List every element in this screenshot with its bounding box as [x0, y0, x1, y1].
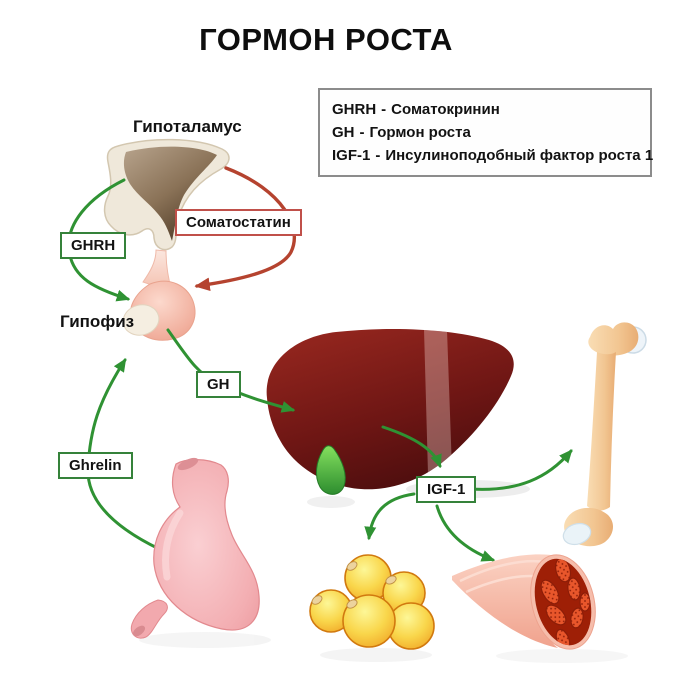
gh-label-box: GH: [196, 371, 241, 398]
legend-row-igf1: IGF-1-Инсулиноподобный фактор роста 1: [332, 144, 653, 167]
legend-name: Соматокринин: [391, 101, 500, 118]
muscle-illustration: [452, 554, 596, 652]
stomach-illustration: [130, 457, 260, 639]
legend-name: Гормон роста: [369, 124, 471, 141]
arrow-igf1-to-muscle: [435, 504, 496, 562]
bone-illustration: [562, 322, 647, 547]
legend-row-ghrh: GHRH-Соматокринин: [332, 98, 638, 121]
ghrh-label-box: GHRH: [60, 232, 127, 259]
legend-separator: -: [375, 147, 381, 164]
gallbladder-icon: [315, 445, 346, 495]
arrow-somatostatin-line: [194, 166, 297, 291]
fat-cells-illustration: [309, 554, 435, 650]
legend-abbr: GHRH: [332, 101, 377, 118]
legend-separator: -: [359, 124, 365, 141]
igf1-label-box: IGF-1: [416, 476, 477, 503]
legend-row-gh: GH-Гормон роста: [332, 121, 638, 144]
legend-separator: -: [381, 101, 387, 118]
page-title: ГОРМОН РОСТА: [199, 22, 453, 57]
arrow-igf1-to-fat: [364, 492, 416, 541]
ghrelin-label-box: Ghrelin: [58, 452, 133, 479]
arrow-igf1-to-bone: [468, 449, 573, 491]
pituitary-label: Гипофиз: [60, 312, 135, 331]
legend-box: GHRH-Соматокринин GH-Гормон роста IGF-1-…: [318, 88, 653, 177]
hypothalamus-label: Гипоталамус: [133, 117, 242, 136]
somatostatin-label-box: Соматостатин: [175, 209, 302, 236]
liver-illustration: [266, 328, 514, 495]
hypothalamus-illustration: [103, 138, 230, 251]
arrow-liver-to-igf1: [381, 425, 442, 469]
legend-abbr: GH: [332, 124, 355, 141]
legend-abbr: IGF-1: [332, 147, 371, 164]
legend-name: Инсулиноподобный фактор роста 1: [385, 147, 654, 164]
